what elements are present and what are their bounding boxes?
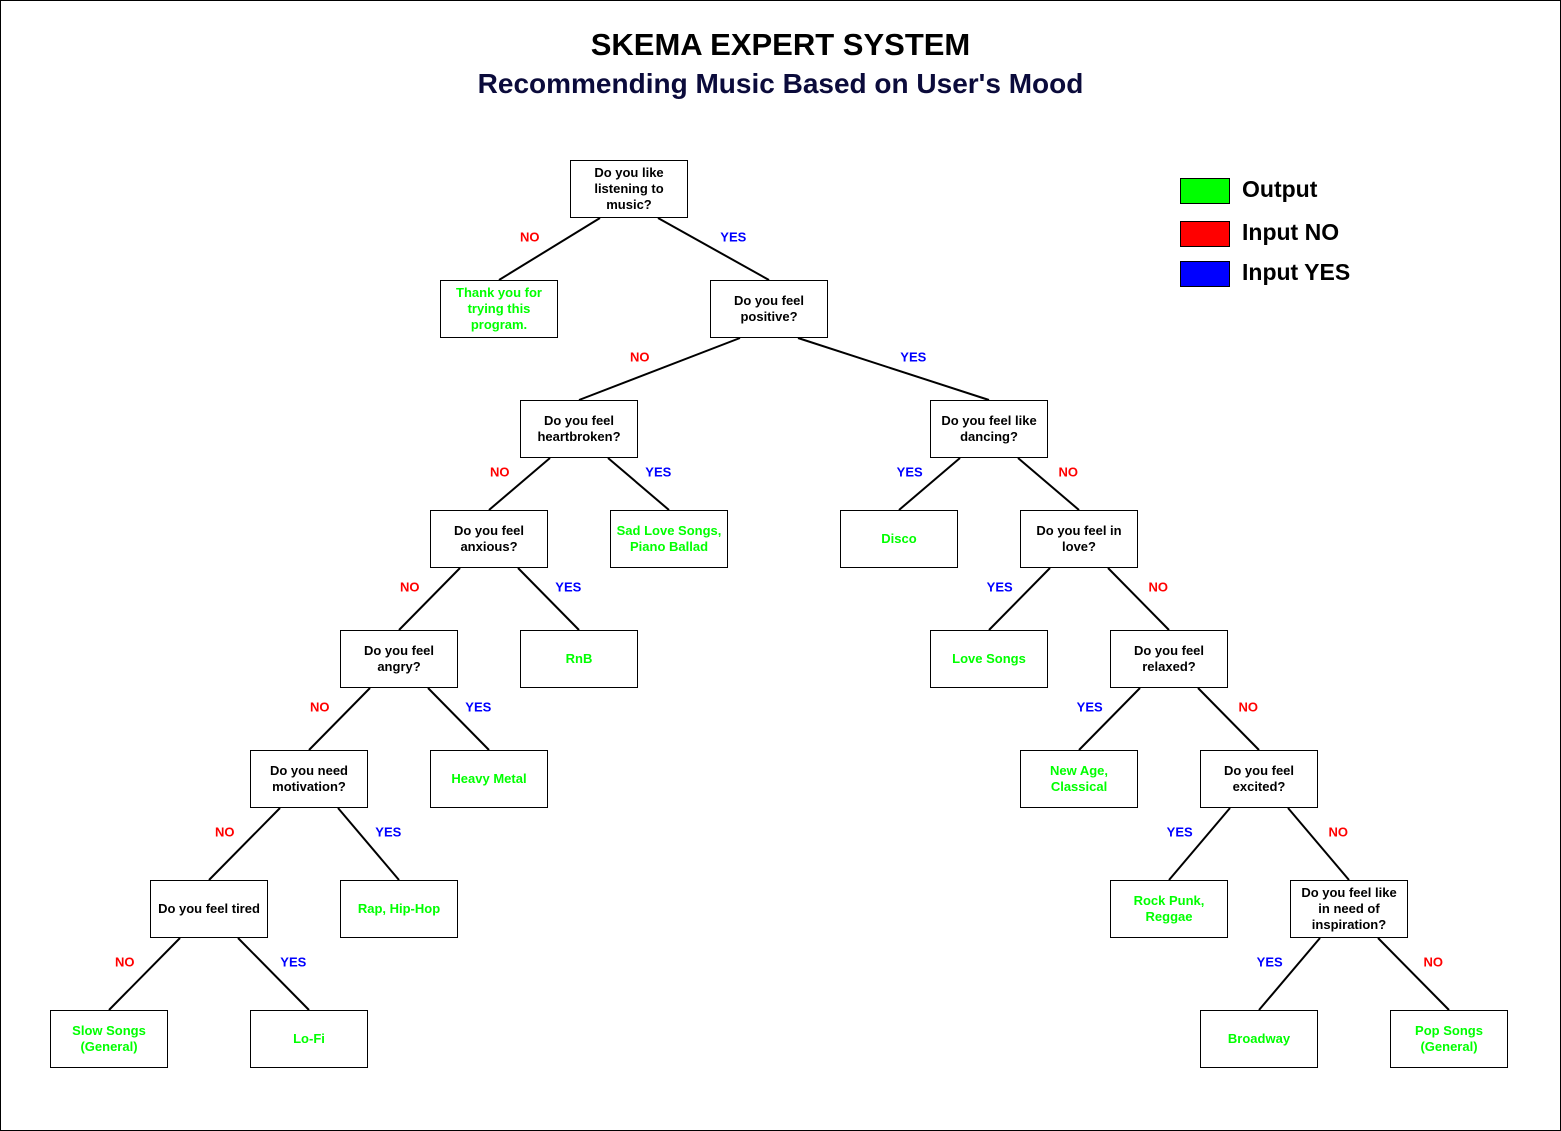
edge-label-no: NO [1058, 464, 1079, 480]
node-q-music: Do you like listening to music? [570, 160, 688, 218]
edge-q_anxious-q_angry [398, 567, 461, 631]
edge-q_motivation-o_rap [337, 807, 400, 881]
edge-q_excited-o_rock [1168, 807, 1231, 881]
node-q-anxious: Do you feel anxious? [430, 510, 548, 568]
edge-label-no: NO [489, 464, 510, 480]
node-o-rock: Rock Punk, Reggae [1110, 880, 1228, 938]
legend-swatch-output [1180, 178, 1230, 204]
legend-label-output: Output [1242, 176, 1318, 202]
node-o-broadway: Broadway [1200, 1010, 1318, 1068]
node-q-positive: Do you feel positive? [710, 280, 828, 338]
edge-q_relaxed-q_excited [1197, 687, 1260, 751]
node-q-relaxed: Do you feel relaxed? [1110, 630, 1228, 688]
edge-label-yes: YES [555, 579, 582, 595]
node-o-rap: Rap, Hip-Hop [340, 880, 458, 938]
edge-label-yes: YES [900, 349, 927, 365]
node-o-metal: Heavy Metal [430, 750, 548, 808]
edge-label-no: NO [1328, 824, 1349, 840]
edge-q_excited-q_inspiration [1287, 807, 1350, 881]
edge-label-yes: YES [1256, 954, 1283, 970]
edge-label-yes: YES [1166, 824, 1193, 840]
edge-label-no: NO [309, 699, 330, 715]
node-q-excited: Do you feel excited? [1200, 750, 1318, 808]
edge-label-yes: YES [986, 579, 1013, 595]
edge-q_angry-o_metal [427, 687, 490, 751]
edge-q_dancing-o_disco [898, 457, 961, 511]
edge-q_music-o_thanks [498, 217, 601, 281]
edge-q_inspiration-o_pop [1377, 937, 1450, 1011]
edge-q_heartbroken-q_anxious [488, 457, 551, 511]
node-o-lovesongs: Love Songs [930, 630, 1048, 688]
legend-swatch-input-yes [1180, 261, 1230, 287]
node-o-slow: Slow Songs (General) [50, 1010, 168, 1068]
edge-q_angry-q_motivation [308, 687, 371, 751]
edge-label-no: NO [1423, 954, 1444, 970]
edge-label-no: NO [629, 349, 650, 365]
edge-label-yes: YES [896, 464, 923, 480]
edge-q_music-q_positive [657, 217, 770, 281]
node-o-lofi: Lo-Fi [250, 1010, 368, 1068]
legend-label-input-yes: Input YES [1242, 259, 1351, 285]
legend-swatch-input-no [1180, 221, 1230, 247]
diagram-title: SKEMA EXPERT SYSTEM [590, 27, 971, 62]
edge-label-yes: YES [465, 699, 492, 715]
node-q-tired: Do you feel tired [150, 880, 268, 938]
edge-q_tired-o_slow [108, 937, 181, 1011]
edge-q_positive-q_dancing [797, 337, 990, 401]
edge-label-yes: YES [1076, 699, 1103, 715]
node-q-dancing: Do you feel like dancing? [930, 400, 1048, 458]
diagram-subtitle: Recommending Music Based on User's Mood [477, 68, 1084, 99]
node-o-rnb: RnB [520, 630, 638, 688]
edge-label-yes: YES [280, 954, 307, 970]
edge-q_positive-q_heartbroken [578, 337, 741, 401]
node-q-heartbroken: Do you feel heartbroken? [520, 400, 638, 458]
edge-q_anxious-o_rnb [517, 567, 580, 631]
edge-q_tired-o_lofi [237, 937, 310, 1011]
edge-q_love-o_lovesongs [988, 567, 1051, 631]
edge-label-no: NO [399, 579, 420, 595]
edge-q_love-q_relaxed [1107, 567, 1170, 631]
node-o-newage: New Age, Classical [1020, 750, 1138, 808]
edge-q_heartbroken-o_sad [607, 457, 670, 511]
edge-label-yes: YES [720, 229, 747, 245]
node-q-love: Do you feel in love? [1020, 510, 1138, 568]
node-q-inspiration: Do you feel like in need of inspiration? [1290, 880, 1408, 938]
edge-label-no: NO [519, 229, 540, 245]
edge-label-no: NO [1238, 699, 1259, 715]
node-q-motivation: Do you need motivation? [250, 750, 368, 808]
node-o-pop: Pop Songs (General) [1390, 1010, 1508, 1068]
edge-label-no: NO [1148, 579, 1169, 595]
node-q-angry: Do you feel angry? [340, 630, 458, 688]
edge-q_relaxed-o_newage [1078, 687, 1141, 751]
edge-label-yes: YES [645, 464, 672, 480]
edge-label-no: NO [114, 954, 135, 970]
legend-label-input-no: Input NO [1242, 219, 1340, 245]
edge-label-yes: YES [375, 824, 402, 840]
edge-q_motivation-q_tired [208, 807, 281, 881]
node-o-disco: Disco [840, 510, 958, 568]
edge-q_dancing-q_love [1017, 457, 1080, 511]
edge-q_inspiration-o_broadway [1258, 937, 1321, 1011]
node-o-sad: Sad Love Songs, Piano Ballad [610, 510, 728, 568]
edge-label-no: NO [214, 824, 235, 840]
node-o-thanks: Thank you for trying this program. [440, 280, 558, 338]
